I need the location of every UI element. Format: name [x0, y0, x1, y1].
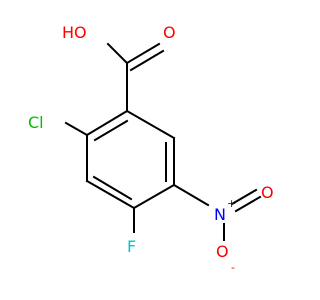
chloro-substituent: Cl: [28, 113, 89, 137]
bond-c6-c1: [85, 109, 129, 137]
bond-c1-c2: [125, 109, 176, 140]
bond-c-o-double-1: [125, 42, 161, 65]
nitrogen-charge: +: [227, 197, 236, 210]
bond-c6-c1-inner: [93, 119, 129, 142]
carboxylic-acid-group: HO O: [62, 23, 176, 112]
hydroxyl-label: HO: [62, 23, 87, 42]
molecule-drawing: HO O Cl F N + O O -: [28, 23, 274, 274]
bond-n-o-double-1: [230, 188, 258, 206]
benzene-ring: [85, 109, 176, 210]
oxygen-charge: -: [231, 261, 235, 274]
bond-c3-n: [172, 183, 210, 207]
fluorine-label: F: [127, 237, 136, 256]
nitro-single-oxygen-label: O: [216, 242, 229, 261]
bond-c-oh: [106, 42, 129, 65]
structure-canvas: HO O Cl F N + O O -: [28, 23, 274, 274]
nitrogen-label: N: [214, 205, 226, 224]
fluoro-substituent: F: [127, 207, 136, 256]
bond-c4-c5: [85, 179, 136, 210]
carbonyl-oxygen-label: O: [163, 23, 176, 42]
bond-c3-c4: [132, 183, 176, 210]
bond-c4-c5-inner: [92, 175, 133, 201]
bond-n-o-double-2: [234, 195, 262, 213]
chlorine-label: Cl: [28, 113, 44, 132]
nitro-group: N + O O -: [172, 183, 274, 274]
nitro-double-oxygen-label: O: [261, 183, 274, 202]
bond-c-o-double-2: [129, 49, 165, 72]
bond-c6-cl: [64, 121, 89, 137]
